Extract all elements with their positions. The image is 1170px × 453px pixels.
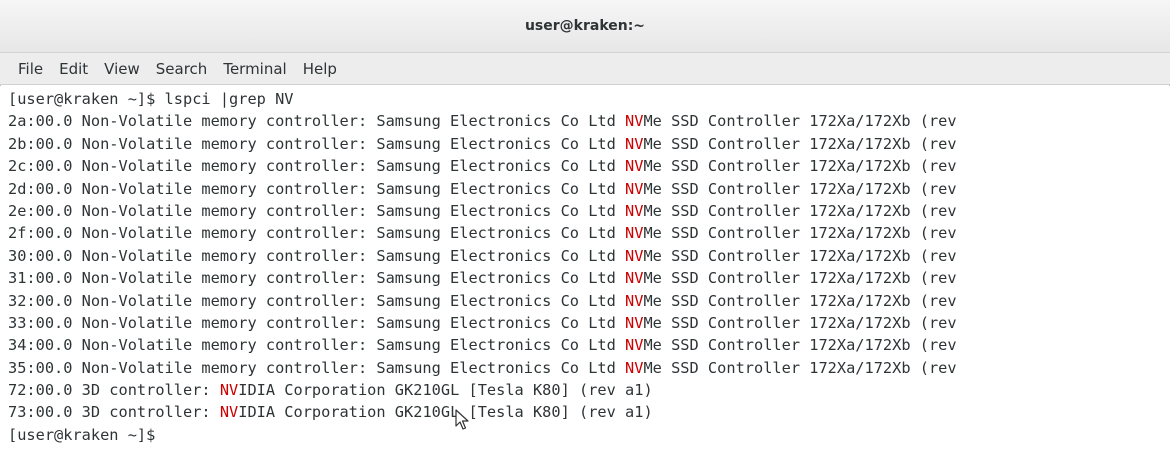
terminal-lines: [user@kraken ~]$ lspci |grep NV 2a:00.0 … <box>8 88 1170 446</box>
line-text: 2c:00.0 Non-Volatile memory controller: … <box>8 157 626 176</box>
terminal-line: 2b:00.0 Non-Volatile memory controller: … <box>8 133 1170 155</box>
menu-edit[interactable]: Edit <box>59 59 89 78</box>
terminal-line: 35:00.0 Non-Volatile memory controller: … <box>8 357 1170 379</box>
terminal-line: 32:00.0 Non-Volatile memory controller: … <box>8 290 1170 312</box>
menu-file[interactable]: File <box>18 59 44 78</box>
line-text: 31:00.0 Non-Volatile memory controller: … <box>8 269 626 288</box>
line-text: 2e:00.0 Non-Volatile memory controller: … <box>8 201 626 220</box>
line-text: Me SSD Controller 172Xa/172Xb (rev <box>643 179 957 198</box>
grep-match: NV <box>219 403 239 422</box>
terminal-line: 30:00.0 Non-Volatile memory controller: … <box>8 245 1170 267</box>
line-text: Me SSD Controller 172Xa/172Xb (rev <box>643 201 957 220</box>
terminal-line: 34:00.0 Non-Volatile memory controller: … <box>8 334 1170 356</box>
menu-view[interactable]: View <box>104 59 140 78</box>
grep-match: NV <box>625 246 644 265</box>
mouse-pointer-icon <box>455 409 469 430</box>
terminal-line: 2d:00.0 Non-Volatile memory controller: … <box>8 178 1170 200</box>
line-text: Me SSD Controller 172Xa/172Xb (rev <box>643 313 957 332</box>
grep-match: NV <box>625 134 644 153</box>
grep-match: NV <box>625 291 644 310</box>
line-text: 33:00.0 Non-Volatile memory controller: … <box>8 313 626 332</box>
menu-terminal[interactable]: Terminal <box>223 59 287 78</box>
window-title: user@kraken:~ <box>524 18 646 34</box>
line-text: 2f:00.0 Non-Volatile memory controller: … <box>8 224 626 243</box>
terminal-line: 2a:00.0 Non-Volatile memory controller: … <box>8 110 1170 132</box>
grep-match: NV <box>625 358 644 377</box>
line-text: [user@kraken ~]$ lspci |grep NV <box>8 90 294 108</box>
line-text: Me SSD Controller 172Xa/172Xb (rev <box>643 336 957 355</box>
terminal-line: [user@kraken ~]$ lspci |grep NV <box>8 88 1170 110</box>
menu-search[interactable]: Search <box>155 59 208 78</box>
line-text: IDIA Corporation GK210GL [Tesla K80] (re… <box>238 403 653 422</box>
grep-match: NV <box>625 224 644 243</box>
line-text: Me SSD Controller 172Xa/172Xb (rev <box>643 157 957 176</box>
grep-match: NV <box>625 269 644 288</box>
line-text: 30:00.0 Non-Volatile memory controller: … <box>8 246 626 265</box>
grep-match: NV <box>625 313 644 332</box>
grep-match: NV <box>219 381 239 400</box>
terminal-line: 72:00.0 3D controller: NVIDIA Corporatio… <box>8 379 1170 401</box>
menu-bar: File Edit View Search Terminal Help <box>0 53 1170 85</box>
grep-match: NV <box>625 112 644 131</box>
grep-match: NV <box>625 201 644 220</box>
menu-help[interactable]: Help <box>302 59 337 78</box>
line-text: 73:00.0 3D controller: <box>8 403 220 422</box>
terminal-line: 73:00.0 3D controller: NVIDIA Corporatio… <box>8 401 1170 423</box>
line-text: 72:00.0 3D controller: <box>8 381 220 400</box>
grep-match: NV <box>625 157 644 176</box>
line-text: [user@kraken ~]$ <box>8 425 165 444</box>
line-text: Me SSD Controller 172Xa/172Xb (rev <box>643 358 957 377</box>
terminal-prompt-line[interactable]: [user@kraken ~]$ <box>8 424 1170 446</box>
terminal-line: 2e:00.0 Non-Volatile memory controller: … <box>8 200 1170 222</box>
line-text: Me SSD Controller 172Xa/172Xb (rev <box>643 134 957 153</box>
terminal-line: 2c:00.0 Non-Volatile memory controller: … <box>8 155 1170 177</box>
line-text: 32:00.0 Non-Volatile memory controller: … <box>8 291 626 310</box>
terminal-line: 33:00.0 Non-Volatile memory controller: … <box>8 312 1170 334</box>
grep-match: NV <box>625 336 644 355</box>
line-text: Me SSD Controller 172Xa/172Xb (rev <box>643 291 957 310</box>
line-text: Me SSD Controller 172Xa/172Xb (rev <box>643 269 957 288</box>
line-text: 2a:00.0 Non-Volatile memory controller: … <box>8 112 626 131</box>
terminal-line: 2f:00.0 Non-Volatile memory controller: … <box>8 222 1170 244</box>
title-bar[interactable]: user@kraken:~ <box>0 0 1170 53</box>
line-text: Me SSD Controller 172Xa/172Xb (rev <box>643 112 957 131</box>
line-text: Me SSD Controller 172Xa/172Xb (rev <box>643 224 957 243</box>
grep-match: NV <box>625 179 644 198</box>
line-text: Me SSD Controller 172Xa/172Xb (rev <box>643 246 957 265</box>
terminal-line: 31:00.0 Non-Volatile memory controller: … <box>8 267 1170 289</box>
line-text: 35:00.0 Non-Volatile memory controller: … <box>8 358 626 377</box>
line-text: 2b:00.0 Non-Volatile memory controller: … <box>8 134 626 153</box>
terminal-output-area[interactable]: [user@kraken ~]$ lspci |grep NV 2a:00.0 … <box>0 86 1170 453</box>
line-text: 34:00.0 Non-Volatile memory controller: … <box>8 336 626 355</box>
line-text: IDIA Corporation GK210GL [Tesla K80] (re… <box>238 381 653 400</box>
line-text: 2d:00.0 Non-Volatile memory controller: … <box>8 179 626 198</box>
